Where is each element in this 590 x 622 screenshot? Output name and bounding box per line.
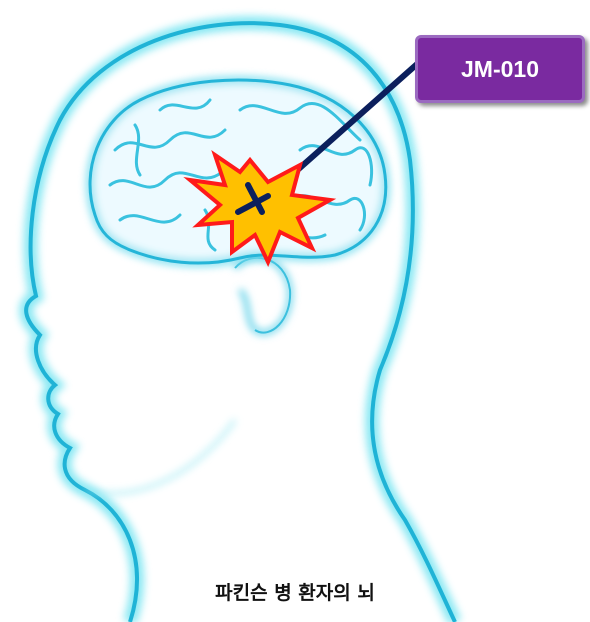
drug-label-box: JM-010 bbox=[415, 35, 585, 103]
drug-label-text: JM-010 bbox=[461, 56, 539, 83]
figure-caption: 파킨슨 병 환자의 뇌 bbox=[0, 578, 590, 605]
